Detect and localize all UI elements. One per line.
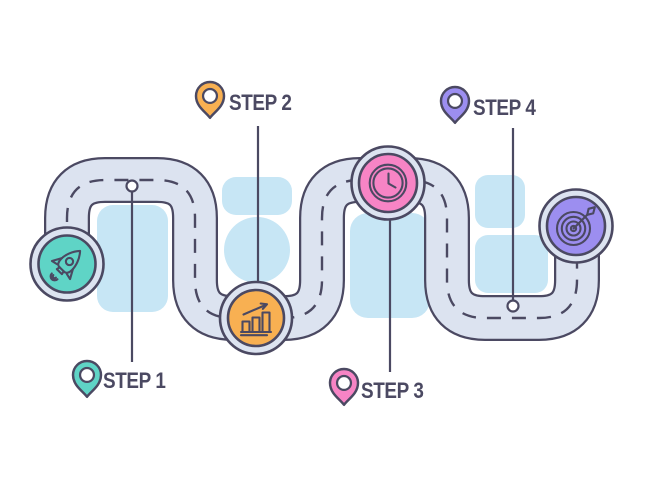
step-marker-4: STEP 4 <box>439 85 537 125</box>
pin-inner-circle <box>335 374 353 392</box>
step-label-2: STEP 2 <box>229 91 292 116</box>
pin-inner-circle <box>446 92 464 110</box>
pin-inner-circle <box>78 366 96 384</box>
pin-icon-step-4 <box>439 85 471 125</box>
milestone-step-2 <box>218 280 294 356</box>
step-marker-1: STEP 1 <box>71 359 166 399</box>
bar-chart-icon <box>239 302 273 337</box>
step-label-3: STEP 3 <box>361 379 424 404</box>
milestone-step-1 <box>29 226 105 302</box>
road-centerline <box>65 178 579 320</box>
pin-icon-step-1 <box>71 359 103 399</box>
step-marker-2: STEP 2 <box>194 80 292 120</box>
step-label-1: STEP 1 <box>103 369 166 394</box>
road-waypoint-dot-step-4 <box>506 299 520 313</box>
connectors <box>125 126 520 372</box>
step-label-4: STEP 4 <box>473 96 536 121</box>
target-icon <box>555 206 596 247</box>
road <box>44 157 600 341</box>
pin-icon-step-2 <box>194 80 226 120</box>
decor-rounded-rect <box>475 175 525 228</box>
milestone-step-3 <box>350 145 426 221</box>
road-waypoint-dot-step-1 <box>125 179 139 193</box>
clock-icon <box>368 163 408 203</box>
decor-rounded-rect <box>475 235 548 293</box>
pin-inner-circle <box>201 87 219 105</box>
rocket-icon <box>49 249 82 282</box>
step-marker-3: STEP 3 <box>328 367 424 407</box>
milestone-step-4 <box>538 188 614 264</box>
pin-icon-step-3 <box>328 367 360 407</box>
